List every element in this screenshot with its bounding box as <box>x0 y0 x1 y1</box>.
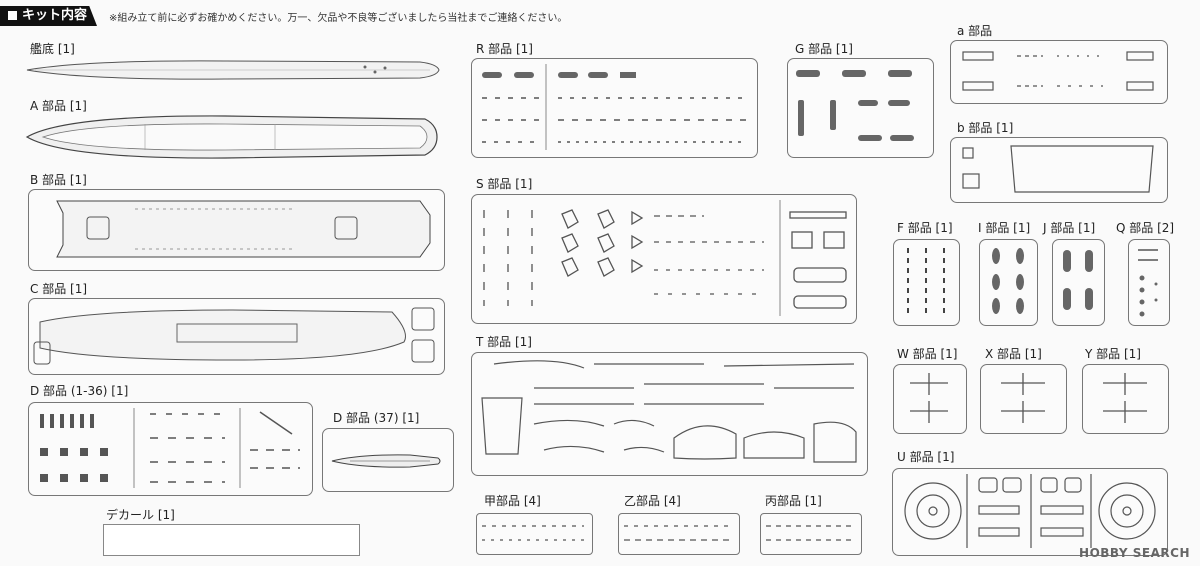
label-d: D 部品 (1-36) [1] <box>30 384 129 398</box>
part-otsu-sprue <box>624 525 732 541</box>
section-header: キット内容 ※組み立て前に必ずお確かめください。万一、欠品や不良等ございましたら… <box>0 6 567 26</box>
label-s: S 部品 [1] <box>476 177 533 191</box>
label-hei: 丙部品 [1] <box>765 494 822 508</box>
header-note: ※組み立て前に必ずお確かめください。万一、欠品や不良等ございましたら当社までご連… <box>109 12 568 24</box>
watermark: HOBBY SEARCH <box>1079 546 1190 560</box>
label-otsu: 乙部品 [4] <box>624 494 681 508</box>
part-b-flight-deck <box>56 200 431 258</box>
part-u-frame <box>892 468 1168 556</box>
section-title: キット内容 <box>0 6 98 26</box>
part-otsu-frame <box>618 513 740 555</box>
label-d37: D 部品 (37) [1] <box>333 411 420 425</box>
part-i-frame <box>979 239 1038 326</box>
part-s-sprue <box>483 200 847 316</box>
label-a-small: a 部品 <box>957 24 993 38</box>
part-a-hull <box>25 115 438 159</box>
part-w-frame <box>893 364 967 434</box>
part-i-sprue <box>992 248 1024 314</box>
label-kantei: 艦底 [1] <box>30 42 75 56</box>
label-t: T 部品 [1] <box>476 335 532 349</box>
part-a-small-frame <box>950 40 1168 104</box>
part-s-frame <box>471 194 857 324</box>
part-y-aircraft <box>1103 373 1147 423</box>
part-a-small-sprue <box>962 51 1154 91</box>
label-a: A 部品 [1] <box>30 99 87 113</box>
label-x: X 部品 [1] <box>985 347 1042 361</box>
part-kou-sprue <box>482 525 584 541</box>
decal-sheet <box>103 524 360 556</box>
label-kou: 甲部品 [4] <box>484 494 541 508</box>
part-hei-sprue <box>766 525 854 541</box>
part-hei-frame <box>760 513 862 555</box>
label-u: U 部品 [1] <box>897 450 955 464</box>
part-kou-frame <box>476 513 593 555</box>
square-bullet-icon <box>8 11 17 20</box>
label-r: R 部品 [1] <box>476 42 533 56</box>
label-q: Q 部品 [2] <box>1116 221 1175 235</box>
part-b-small-sprue <box>962 145 1154 193</box>
label-w: W 部品 [1] <box>897 347 958 361</box>
label-j: J 部品 [1] <box>1043 221 1096 235</box>
label-g: G 部品 [1] <box>795 42 853 56</box>
part-x-aircraft <box>1001 373 1045 423</box>
label-decal: デカール [1] <box>106 508 175 522</box>
label-c: C 部品 [1] <box>30 282 88 296</box>
part-w-aircraft <box>910 373 948 423</box>
label-b-upper: B 部品 [1] <box>30 173 87 187</box>
part-q-sprue <box>1138 249 1158 317</box>
part-q-frame <box>1128 239 1170 326</box>
label-i: I 部品 [1] <box>978 221 1031 235</box>
label-y: Y 部品 [1] <box>1085 347 1141 361</box>
part-j-sprue <box>1063 250 1093 310</box>
part-d-sprue <box>40 408 300 488</box>
part-u-sprue <box>904 474 1156 548</box>
part-f-sprue <box>907 248 945 316</box>
part-t-frame <box>471 352 868 476</box>
part-g-sprue <box>796 70 914 141</box>
label-b-small: b 部品 [1] <box>957 121 1014 135</box>
part-d-frame <box>28 402 313 496</box>
part-d37-hull <box>331 454 441 468</box>
part-j-frame <box>1052 239 1105 326</box>
part-c-hangar-deck <box>33 307 435 365</box>
hull-bottom-part <box>26 60 440 80</box>
label-f: F 部品 [1] <box>897 221 953 235</box>
part-r-sprue <box>482 64 746 150</box>
part-t-sprue <box>481 360 857 463</box>
